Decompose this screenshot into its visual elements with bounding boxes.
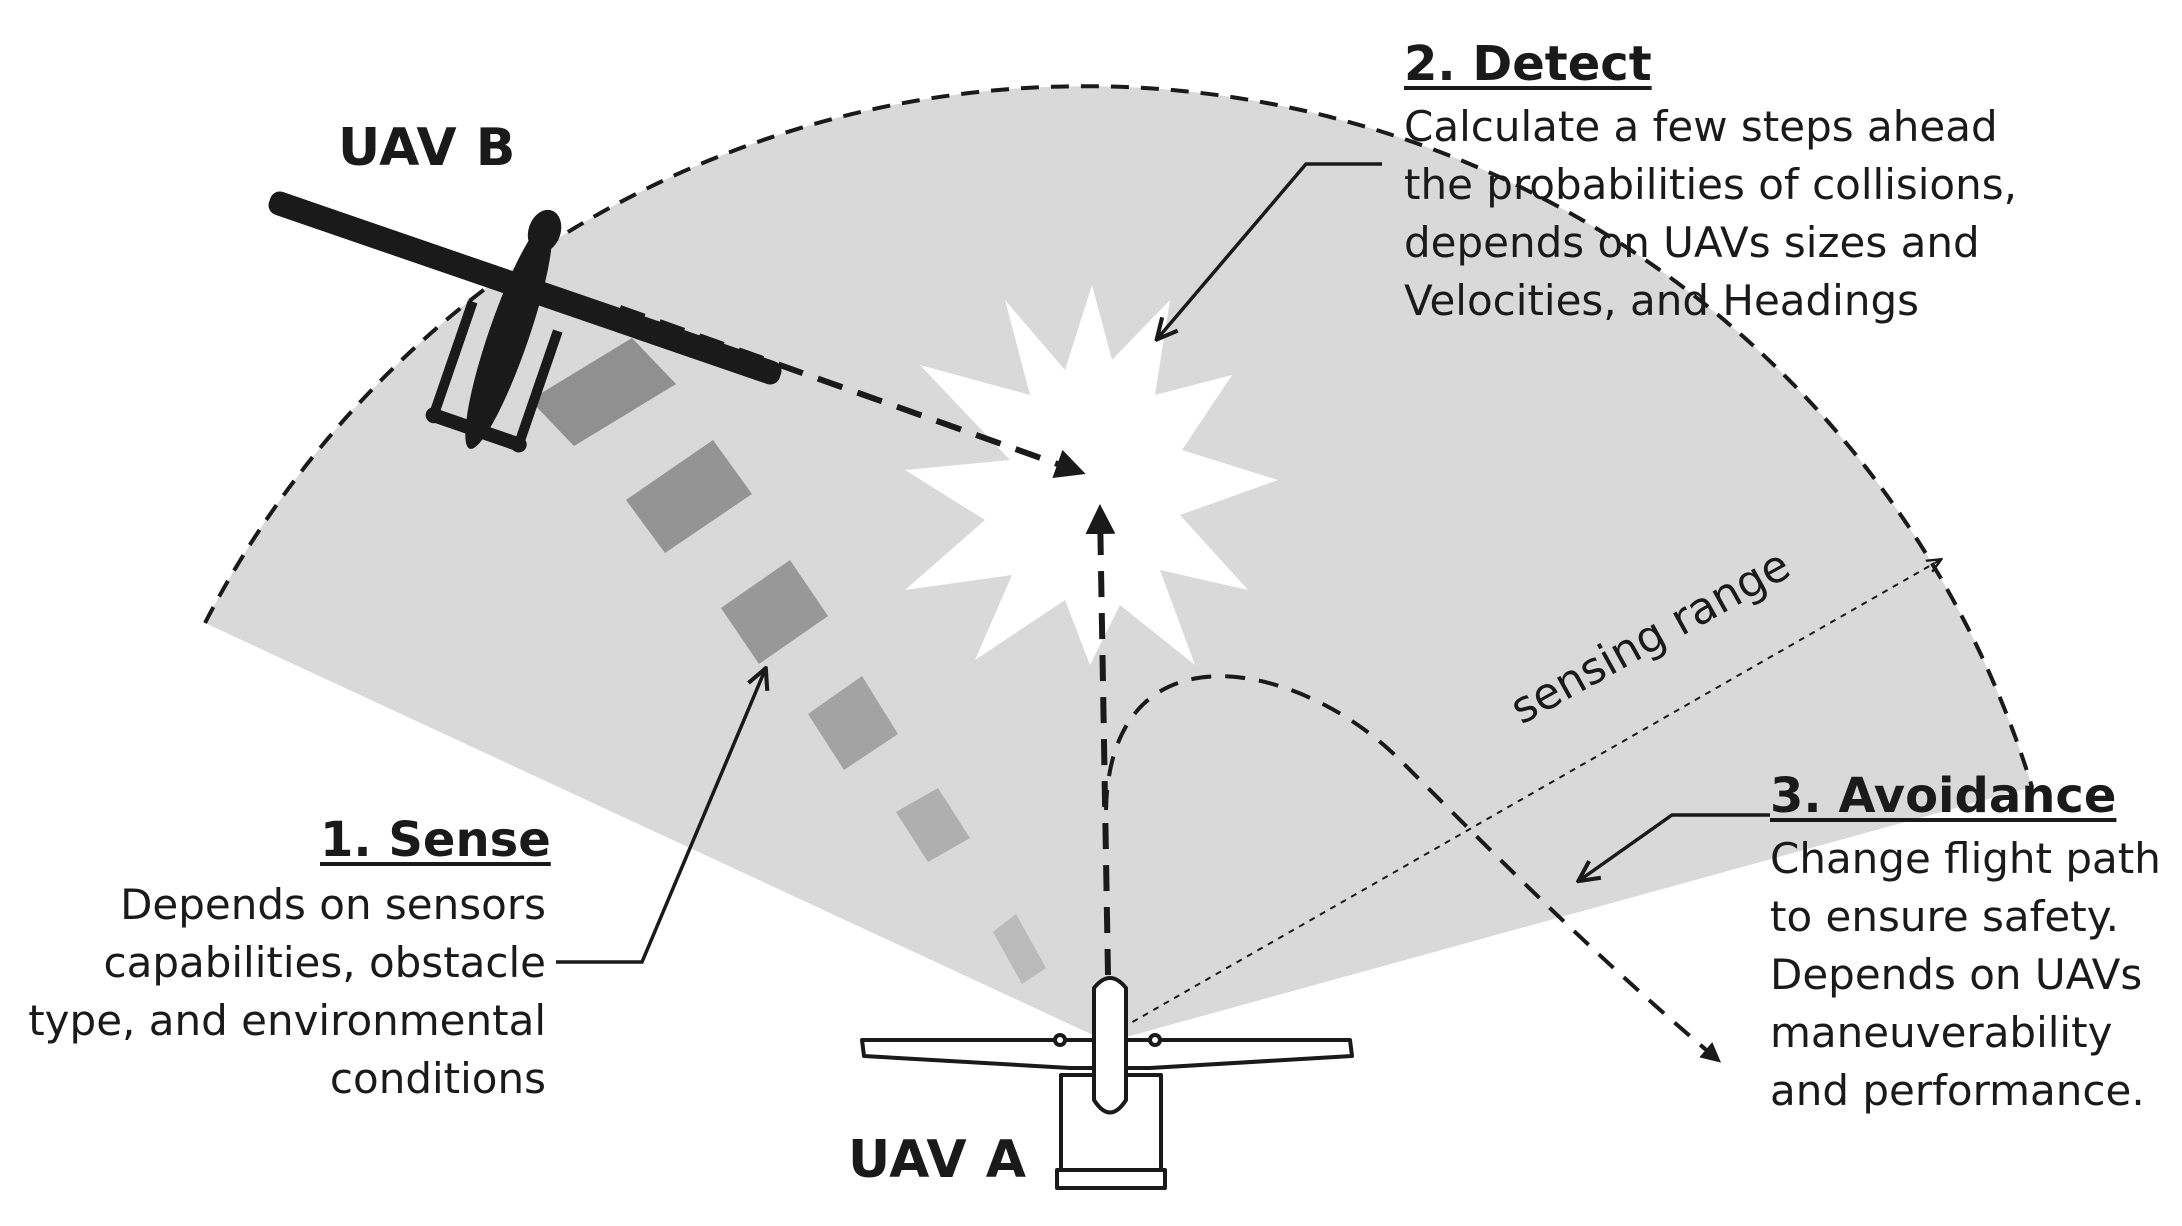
uav-b-trail xyxy=(530,338,1046,984)
avoidance-line: maneuverability xyxy=(1770,1008,2113,1057)
avoidance-line: Change flight path xyxy=(1770,834,2161,883)
collision-burst xyxy=(905,285,1278,665)
trail-mark xyxy=(896,788,970,862)
uav-a-icon xyxy=(860,976,1354,1190)
avoidance-path-arrow xyxy=(1104,674,1722,1063)
uav-b-icon xyxy=(268,191,782,453)
sense-line: conditions xyxy=(329,1054,546,1103)
detect-line: Velocities, and Headings xyxy=(1404,276,1920,325)
sensing-range-radius xyxy=(1121,560,1940,1029)
sense-description: Depends on sensors capabilities, obstacl… xyxy=(28,876,546,1108)
trail-mark xyxy=(808,676,898,770)
sense-callout-leader xyxy=(556,670,765,964)
avoidance-description: Change flight path to ensure safety. Dep… xyxy=(1770,830,2161,1120)
detect-line: the probabilities of collisions, xyxy=(1404,160,2017,209)
avoidance-callout-leader xyxy=(1580,813,1770,880)
uav-a-path-arrow xyxy=(1085,504,1116,976)
sensing-range-boundary xyxy=(203,84,2034,788)
detect-line: depends on UAVs sizes and xyxy=(1404,218,1980,267)
avoidance-line: and performance. xyxy=(1770,1066,2145,1115)
avoidance-title: 3. Avoidance xyxy=(1770,768,2117,824)
sense-line: type, and environmental xyxy=(28,996,546,1045)
uav-a-label: UAV A xyxy=(848,1130,1027,1190)
avoidance-line: Depends on UAVs xyxy=(1770,950,2143,999)
sense-line: capabilities, obstacle xyxy=(103,938,547,987)
detect-callout-leader xyxy=(1158,162,1382,338)
detect-title: 2. Detect xyxy=(1404,36,1652,92)
uav-b-label: UAV B xyxy=(338,118,516,178)
trail-mark xyxy=(626,440,752,553)
trail-mark xyxy=(993,914,1046,984)
trail-mark xyxy=(721,560,828,664)
detect-description: Calculate a few steps ahead the probabil… xyxy=(1404,98,2017,330)
detect-line: Calculate a few steps ahead xyxy=(1404,102,1998,151)
avoidance-line: to ensure safety. xyxy=(1770,892,2119,941)
sense-line: Depends on sensors xyxy=(120,880,546,929)
sense-title: 1. Sense xyxy=(320,812,551,868)
trail-mark xyxy=(530,338,676,446)
